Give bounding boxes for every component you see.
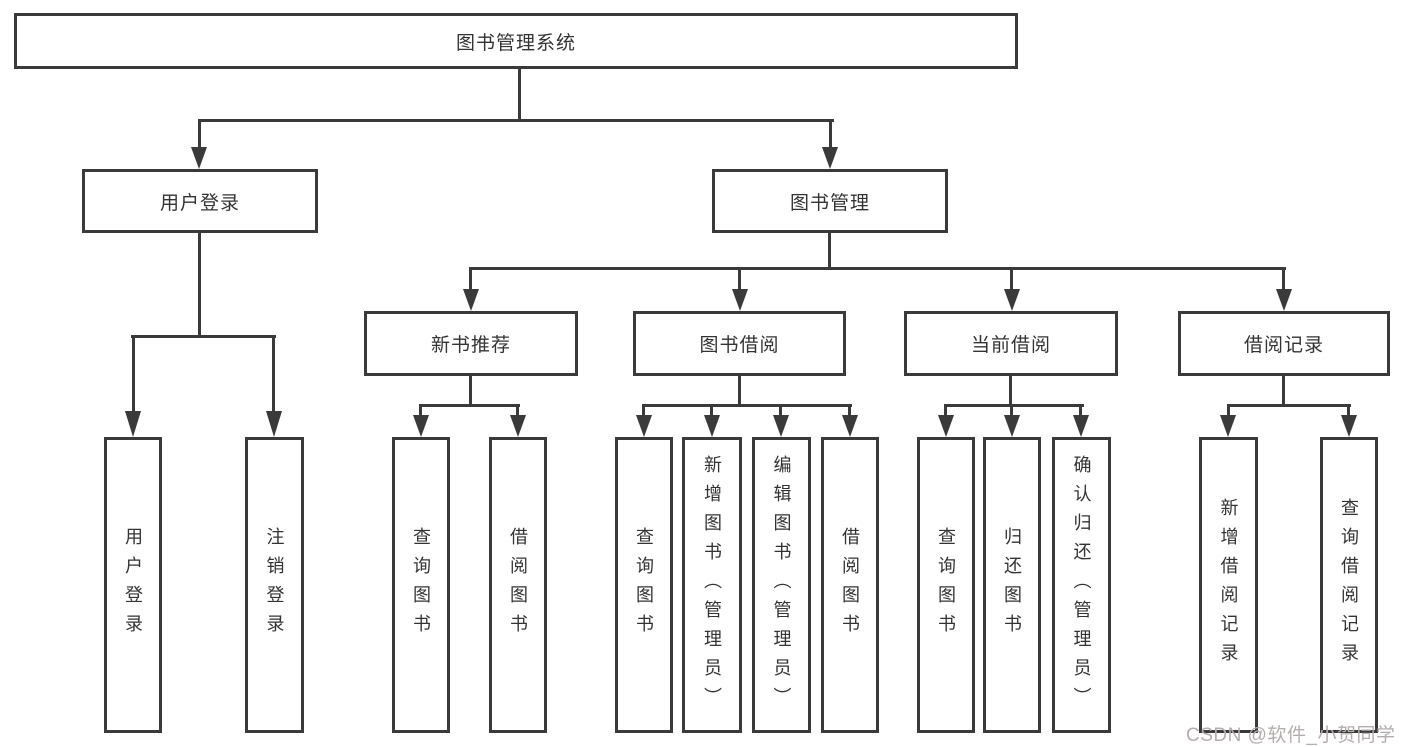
leaf-borrow-book-borrow-label: 借阅图书 (840, 527, 860, 643)
connector-line (642, 404, 645, 417)
category-current-borrow: 当前借阅 (904, 311, 1118, 376)
leaf-logout: 注销登录 (245, 437, 304, 733)
leaf-query-borrow-record-label: 查询借阅记录 (1339, 498, 1359, 672)
connector-line (710, 404, 713, 417)
arrow-down-icon (191, 147, 207, 169)
root-node: 图书管理系统 (14, 13, 1018, 69)
category-new-book-recommend: 新书推荐 (364, 311, 578, 376)
arrow-down-icon (510, 415, 526, 437)
arrow-down-icon (1004, 415, 1020, 437)
arrow-down-icon (842, 415, 858, 437)
leaf-logout-label: 注销登录 (264, 527, 285, 643)
connector-line (779, 404, 782, 417)
connector-line (944, 404, 947, 417)
leaf-add-book-admin-label: 新增图书（管理员） (702, 454, 722, 716)
connector-line (738, 376, 741, 406)
arrow-down-icon (1276, 289, 1292, 311)
leaf-query-book-borrow: 查询图书 (615, 437, 673, 733)
leaf-query-borrow-record: 查询借阅记录 (1320, 437, 1378, 733)
arrow-down-icon (125, 411, 141, 437)
connector-line (1282, 376, 1285, 406)
connector-line (848, 404, 851, 417)
connector-line (828, 233, 831, 270)
arrow-down-icon (732, 289, 748, 311)
csdn-watermark: CSDN @软件_小贺同学 (1186, 725, 1396, 746)
arrow-down-icon (413, 415, 429, 437)
arrow-down-icon (938, 415, 954, 437)
connector-line (198, 233, 201, 336)
connector-line (518, 69, 521, 122)
connector-line (516, 404, 519, 417)
connector-line (1079, 404, 1082, 417)
connector-line (131, 335, 276, 338)
arrow-down-icon (463, 289, 479, 311)
leaf-query-book-borrow-label: 查询图书 (634, 527, 654, 643)
arrow-down-icon (1073, 415, 1089, 437)
arrow-down-icon (704, 415, 720, 437)
connector-line (469, 267, 472, 291)
connector-line (1347, 404, 1350, 417)
connector-line (132, 335, 135, 413)
leaf-borrow-book-newbook: 借阅图书 (489, 437, 547, 733)
leaf-query-book-newbook: 查询图书 (392, 437, 450, 733)
connector-line (1227, 404, 1230, 417)
connector-line (829, 119, 832, 149)
connector-line (1282, 267, 1285, 291)
category-book-borrow: 图书借阅 (633, 311, 846, 376)
leaf-confirm-return-admin: 确认归还（管理员） (1052, 437, 1111, 733)
connector-line (198, 119, 834, 122)
arrow-down-icon (822, 147, 838, 169)
leaf-borrow-book-borrow: 借阅图书 (821, 437, 879, 733)
connector-line (1009, 376, 1012, 406)
leaf-return-book-label: 归还图书 (1002, 527, 1022, 643)
arrow-down-icon (636, 415, 652, 437)
arrow-down-icon (1004, 289, 1020, 311)
leaf-edit-book-admin-label: 编辑图书（管理员） (771, 454, 792, 716)
leaf-user-login: 用户登录 (104, 437, 162, 733)
connector-line (469, 376, 472, 406)
leaf-add-book-admin: 新增图书（管理员） (682, 437, 742, 733)
arrow-down-icon (1220, 415, 1236, 437)
connector-line (1010, 404, 1013, 417)
connector-line (419, 404, 520, 407)
connector-line (1010, 267, 1013, 291)
connector-line (1227, 404, 1351, 407)
branch-user-login: 用户登录 (82, 169, 318, 233)
connector-line (419, 404, 422, 417)
arrow-down-icon (266, 411, 282, 437)
leaf-add-borrow-record: 新增借阅记录 (1199, 437, 1258, 733)
leaf-query-book-current: 查询图书 (917, 437, 975, 733)
leaf-confirm-return-admin-label: 确认归还（管理员） (1071, 454, 1092, 716)
leaf-return-book: 归还图书 (983, 437, 1041, 733)
branch-book-management: 图书管理 (712, 169, 948, 233)
leaf-add-borrow-record-label: 新增借阅记录 (1218, 498, 1239, 672)
category-borrow-records: 借阅记录 (1178, 311, 1390, 376)
arrow-down-icon (773, 415, 789, 437)
leaf-borrow-book-newbook-label: 借阅图书 (508, 527, 528, 643)
connector-line (198, 119, 201, 149)
connector-line (944, 404, 1084, 407)
connector-line (272, 335, 275, 413)
connector-line (470, 267, 1286, 270)
leaf-query-book-current-label: 查询图书 (936, 527, 956, 643)
connector-line (738, 267, 741, 291)
connector-line (642, 404, 852, 407)
leaf-user-login-label: 用户登录 (123, 527, 143, 643)
arrow-down-icon (1341, 415, 1357, 437)
leaf-query-book-newbook-label: 查询图书 (411, 527, 431, 643)
leaf-edit-book-admin: 编辑图书（管理员） (752, 437, 811, 733)
